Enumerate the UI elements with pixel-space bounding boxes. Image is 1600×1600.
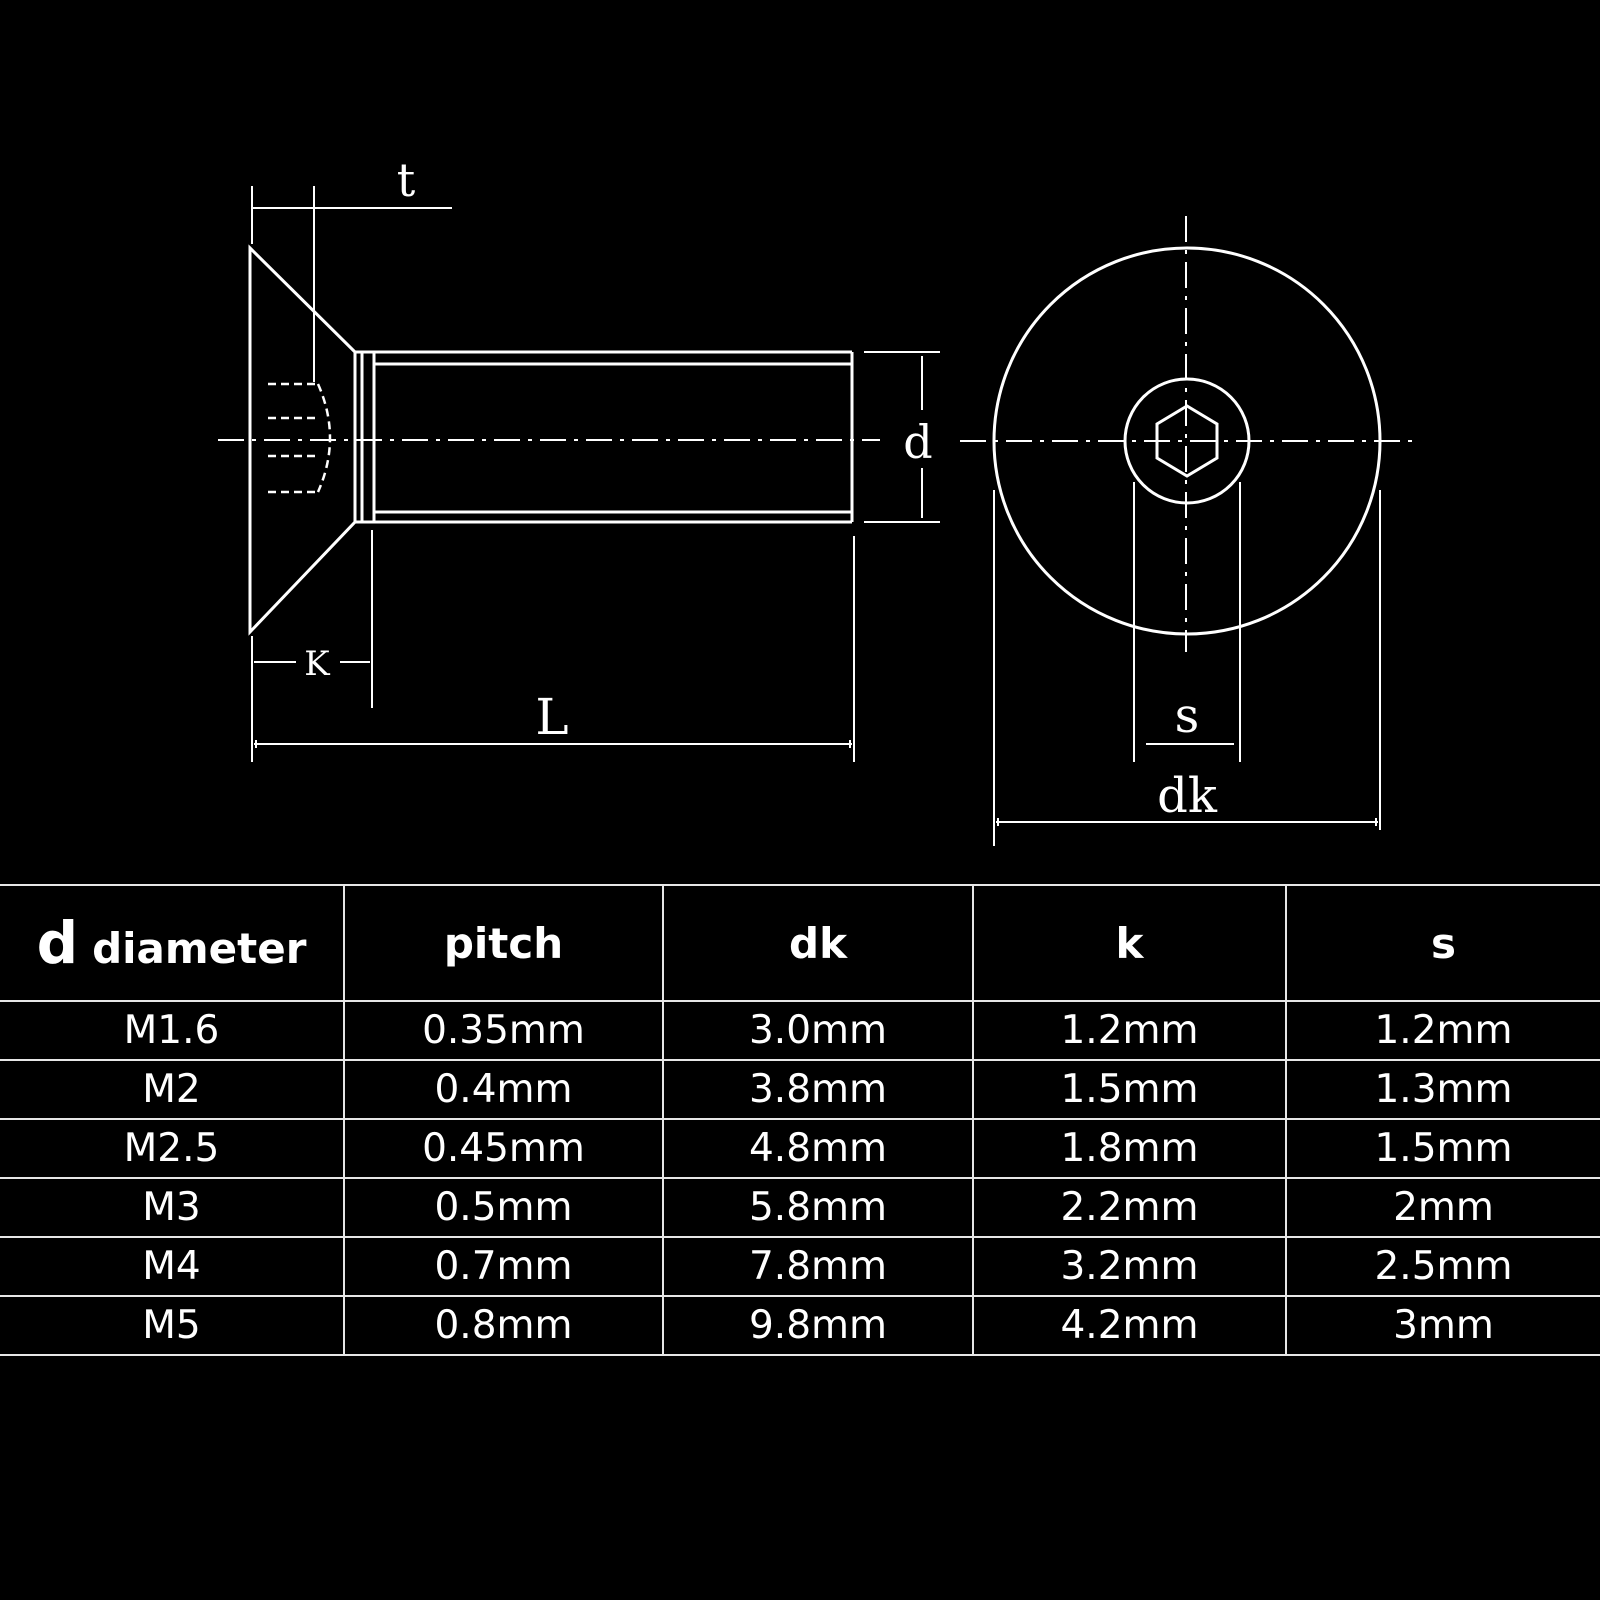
- cell-dk: 7.8mm: [662, 1236, 974, 1297]
- cell-dk: 3.0mm: [662, 1000, 974, 1061]
- cell-s: 2.5mm: [1285, 1236, 1600, 1297]
- cell-k: 1.2mm: [972, 1000, 1287, 1061]
- cell-size: M4: [0, 1236, 345, 1297]
- head-circle: [992, 246, 1382, 636]
- cell-size: M2: [0, 1059, 345, 1120]
- cell-s: 1.2mm: [1285, 1000, 1600, 1061]
- header-d-symbol: d: [36, 909, 79, 977]
- table-row: M1.6 0.35mm 3.0mm 1.2mm 1.2mm: [0, 1000, 1600, 1061]
- cell-pitch: 0.4mm: [343, 1059, 664, 1120]
- cell-pitch: 0.7mm: [343, 1236, 664, 1297]
- header-dk: dk: [662, 884, 974, 1002]
- cell-k: 1.5mm: [972, 1059, 1287, 1120]
- cell-s: 1.3mm: [1285, 1059, 1600, 1120]
- cell-size: M5: [0, 1295, 345, 1356]
- header-k: k: [972, 884, 1287, 1002]
- cell-s: 2mm: [1285, 1177, 1600, 1238]
- label-d: d: [903, 415, 932, 469]
- cell-s: 3mm: [1285, 1295, 1600, 1356]
- label-t: t: [397, 153, 416, 207]
- socket-circle: [1123, 377, 1251, 505]
- dimension-k: [251, 530, 373, 762]
- screw-side-view: [248, 244, 854, 636]
- cell-size: M2.5: [0, 1118, 345, 1179]
- table-row: M4 0.7mm 7.8mm 3.2mm 2.5mm: [0, 1236, 1600, 1297]
- header-d-word: diameter: [92, 924, 307, 973]
- label-dk: dk: [1157, 768, 1218, 824]
- dimension-d: [864, 351, 940, 523]
- dimension-dk: [993, 490, 1381, 846]
- cell-size: M1.6: [0, 1000, 345, 1061]
- header-s: s: [1285, 884, 1600, 1002]
- cell-dk: 9.8mm: [662, 1295, 974, 1356]
- cell-pitch: 0.35mm: [343, 1000, 664, 1061]
- cell-pitch: 0.8mm: [343, 1295, 664, 1356]
- label-s: s: [1175, 688, 1200, 744]
- screw-top-view: [992, 246, 1382, 636]
- hex-socket-hidden-lines: [268, 382, 332, 494]
- cell-size: M3: [0, 1177, 345, 1238]
- table-row: M2 0.4mm 3.8mm 1.5mm 1.3mm: [0, 1059, 1600, 1120]
- cell-s: 1.5mm: [1285, 1118, 1600, 1179]
- table-row: M3 0.5mm 5.8mm 2.2mm 2mm: [0, 1177, 1600, 1238]
- cell-dk: 3.8mm: [662, 1059, 974, 1120]
- cell-k: 1.8mm: [972, 1118, 1287, 1179]
- cell-k: 3.2mm: [972, 1236, 1287, 1297]
- dimension-l: [254, 536, 855, 762]
- label-k: K: [304, 644, 330, 684]
- screw-dimension-table: d diameter pitch dk k s M1.6 0.35mm 3.0mm…: [0, 884, 1600, 1356]
- table-row: M5 0.8mm 9.8mm 4.2mm 3mm: [0, 1295, 1600, 1356]
- cell-pitch: 0.5mm: [343, 1177, 664, 1238]
- cell-pitch: 0.45mm: [343, 1118, 664, 1179]
- header-pitch: pitch: [343, 884, 664, 1002]
- screw-technical-drawing: t d K L s dk: [218, 153, 1412, 846]
- label-l: L: [535, 688, 568, 746]
- table-header-row: d diameter pitch dk k s: [0, 884, 1600, 1002]
- header-d-diameter: d diameter: [0, 884, 345, 1002]
- cell-dk: 4.8mm: [662, 1118, 974, 1179]
- table-row: M2.5 0.45mm 4.8mm 1.8mm 1.5mm: [0, 1118, 1600, 1179]
- cell-k: 2.2mm: [972, 1177, 1287, 1238]
- dimension-s: [1133, 482, 1241, 762]
- cell-dk: 5.8mm: [662, 1177, 974, 1238]
- dimension-t: [251, 186, 452, 382]
- cell-k: 4.2mm: [972, 1295, 1287, 1356]
